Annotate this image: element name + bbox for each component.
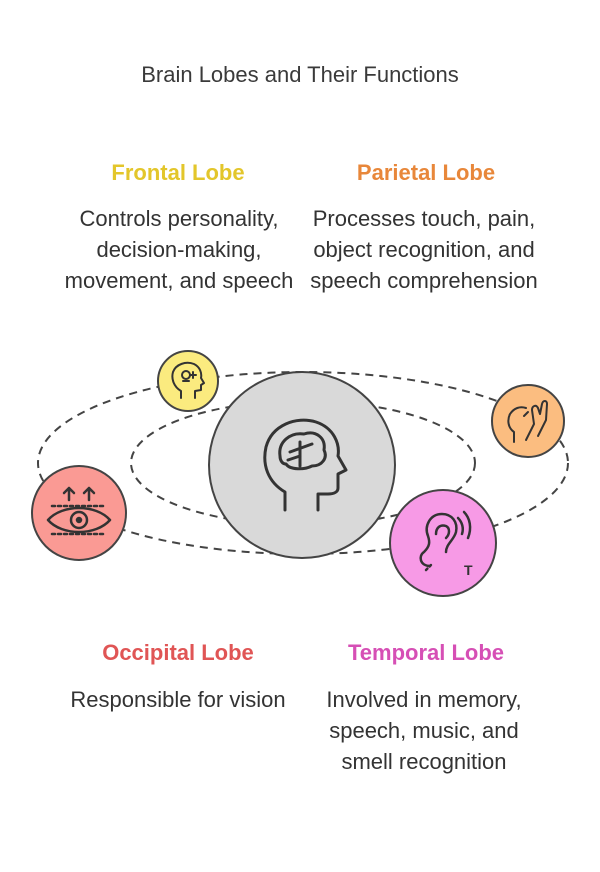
temporal-lobe-description: Involved in memory, speech, music, and s…	[326, 687, 522, 774]
frontal-lobe-description: Controls personality, decision-making, m…	[64, 206, 294, 293]
parietal-lobe-title: Parietal Lobe	[356, 160, 496, 185]
occipital-node	[31, 465, 127, 561]
diagram-title: Brain Lobes and Their Functions	[141, 62, 459, 87]
temporal-lobe-title: Temporal Lobe	[347, 640, 505, 665]
occipital-lobe-description: Responsible for vision	[70, 687, 286, 712]
frontal-lobe-title: Frontal Lobe	[111, 160, 245, 185]
frontal-node	[157, 350, 219, 412]
eye-icon	[46, 486, 112, 536]
touch-hand-icon	[507, 400, 548, 443]
parietal-lobe-description: Processes touch, pain, object recognitio…	[310, 206, 538, 293]
center-node	[208, 371, 396, 559]
brain-head-icon	[263, 418, 348, 512]
temporal-node: T	[389, 489, 497, 597]
head-idea-icon	[171, 361, 205, 399]
parietal-node	[491, 384, 565, 458]
occipital-lobe-title: Occipital Lobe	[102, 640, 254, 665]
ear-icon	[419, 510, 472, 572]
temporal-icon-letter: T	[464, 562, 473, 578]
